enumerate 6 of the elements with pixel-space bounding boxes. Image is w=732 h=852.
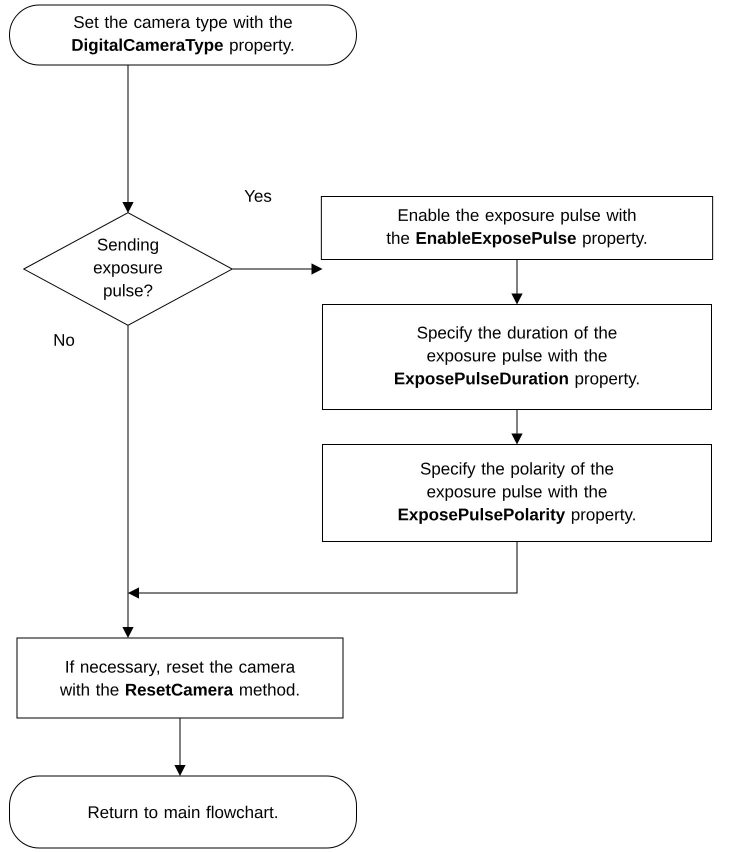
edge-label: Yes [243,189,273,203]
process-box: Enable the exposure pulse with the EnableExposePulse property. [320,196,714,260]
process-box: If necessary, reset the camera with the ResetCamera method. [16,638,344,718]
edge-label: No [52,333,76,347]
process-box: Specify the polarity of the exposure pulse with the ExposePulsePolarity property. [322,444,712,542]
process-box: Specify the duration of the exposure pulse with the ExposePulseDuration property. [322,304,712,410]
